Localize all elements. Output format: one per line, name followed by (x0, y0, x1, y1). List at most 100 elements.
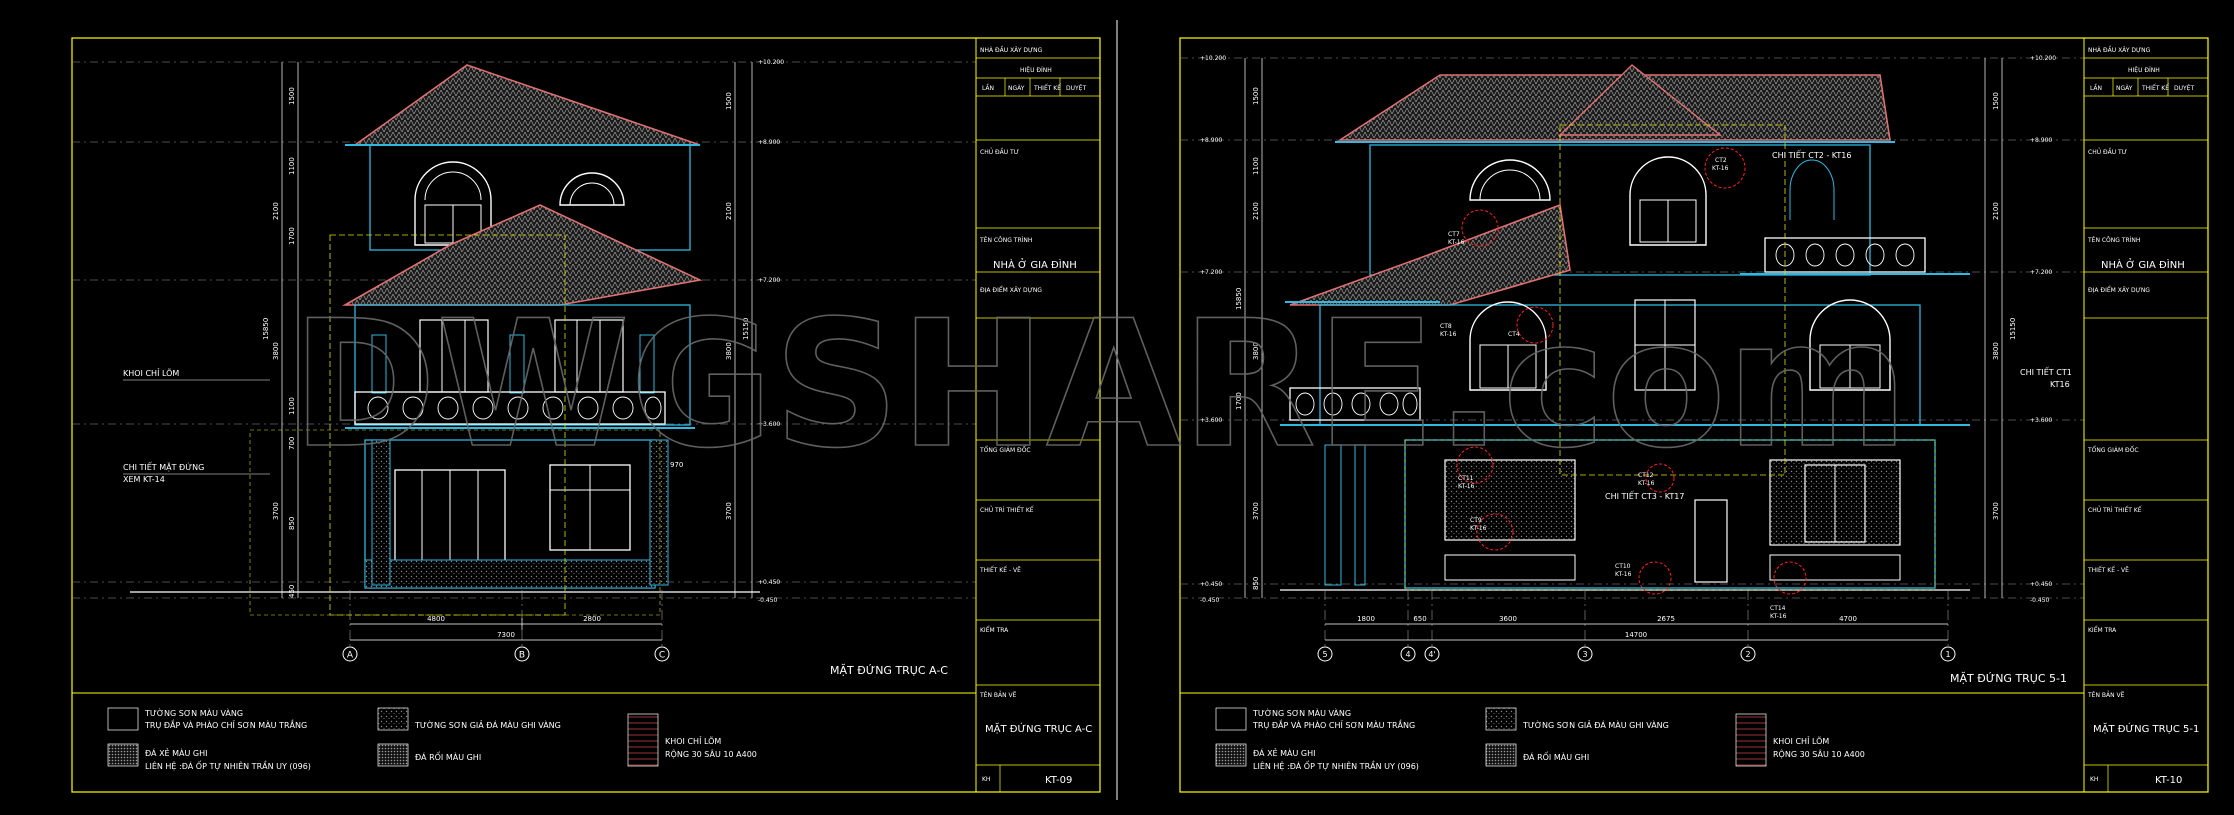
cad-text: KT-16 (1440, 331, 1457, 338)
legend-swatch (1485, 707, 1517, 731)
cad-text: CT4 (1508, 331, 1520, 338)
cad-text: 2100 (1252, 202, 1260, 220)
cad-text: +0.450 (758, 579, 780, 586)
title-block[interactable]: NHÀ ĐẦU XÂY DỰNG HIỆU ĐÍNH LẦN NGÀY THIẾ… (975, 37, 1101, 793)
vertical-dimension-line-right (734, 62, 753, 598)
cad-text: 1500 (288, 87, 296, 105)
cad-text: 700 (288, 437, 296, 450)
cad-text: NHÀ ĐẦU XÂY DỰNG (980, 46, 1043, 54)
project-name: NHÀ Ở GIA ĐÌNH (2101, 257, 2185, 271)
overall-vertical-dimension-right: 15150 (742, 318, 750, 340)
cad-text: +3.600 (1200, 417, 1222, 424)
cad-text: +10.200 (2030, 55, 2056, 62)
cad-text: TRỤ ĐẮP VÀ PHÀO CHỈ SƠN MÀU TRẮNG (144, 718, 307, 730)
legend-swatch (1215, 743, 1247, 767)
cad-text: ĐÁ RỐI MÀU GHI (415, 750, 481, 762)
cad-text: CT12 (1638, 472, 1654, 479)
cad-text: +3.600 (2030, 417, 2052, 424)
cad-text: 1100 (288, 397, 296, 415)
cad-text: DUYỆT (2174, 84, 2194, 92)
cad-text: TỔNG GIÁM ĐỐC (979, 446, 1031, 454)
watermark: DWGSHARE.com (292, 284, 1909, 487)
cad-text: ĐỊA ĐIỂM XÂY DỰNG (2088, 286, 2150, 294)
legend-swatch (1485, 743, 1517, 767)
building-elevation-a-c (249, 64, 703, 616)
cad-text: THIẾT KẾ (2141, 84, 2169, 92)
cad-text: 3700 (1252, 502, 1260, 520)
cad-text: 1500 (725, 92, 733, 110)
cad-text: 5 (1322, 650, 1327, 659)
cad-text: 3800 (272, 342, 280, 360)
cad-text: HIỆU ĐÍNH (2128, 66, 2160, 74)
cad-text: CHI TIẾT CT1 (2020, 366, 2072, 377)
cad-text: +8.900 (758, 139, 780, 146)
cad-text: 1700 (1235, 392, 1243, 410)
cad-text: ĐỊA ĐIỂM XÂY DỰNG (980, 286, 1042, 294)
cad-text: 1500 (1992, 92, 2000, 110)
cad-text: 14700 (1625, 631, 1647, 639)
sheet-kt09[interactable]: A B C 4800 2800 7300 1500 1100 2100 3800… (71, 37, 1101, 793)
horizontal-dimensions (1325, 623, 1948, 641)
cad-text: +7.200 (2030, 269, 2052, 276)
title-block[interactable]: NHÀ ĐẦU XÂY DỰNG HIỆU ĐÍNH LẦN NGÀY THIẾ… (2083, 37, 2209, 793)
cad-text: 4 (1405, 650, 1410, 659)
annotation-group: CHI TIẾT CT2 - KT16 CHI TIẾT CT1 KT16 CH… (1605, 149, 2072, 501)
cad-text: TƯỜNG SƠN GIẢ ĐÁ MÀU GHI VÀNG (1522, 719, 1669, 730)
cad-text: 2675 (1657, 615, 1675, 623)
legend-swatch (627, 713, 659, 767)
cad-text: TỔNG GIÁM ĐỐC (2087, 446, 2139, 454)
cad-text: RỘNG 30 SÂU 10 A400 (1773, 748, 1865, 759)
drawing-title: MẶT ĐỨNG TRỤC 5-1 (1950, 672, 2067, 685)
vertical-dimension-line (281, 62, 299, 598)
cad-text: +10.200 (758, 59, 784, 66)
vertical-dimension-texts-left: 1500 1100 2100 3800 1700 1100 700 3700 8… (272, 87, 296, 598)
horizontal-dimension-texts: 1800 650 3600 2675 4700 14700 (1357, 615, 1857, 639)
cad-text: 850 (288, 517, 296, 530)
cad-text: CT11 (1458, 475, 1474, 482)
cad-text: 1100 (288, 157, 296, 175)
axis-label: B (519, 651, 525, 661)
cad-text: +0.450 (2030, 581, 2052, 588)
cad-text: 450 (288, 585, 296, 598)
legend-swatch (107, 743, 139, 767)
cad-text: KIỂM TRA (980, 626, 1009, 634)
cad-text: TƯỜNG SƠN MÀU VÀNG (144, 707, 243, 718)
small-dimension: 970 (670, 461, 683, 469)
cad-text: +10.200 (1200, 55, 1226, 62)
cad-text: CHI TIẾT CT3 - KT17 (1605, 490, 1684, 501)
cad-text: -0.450 (2030, 597, 2050, 604)
cad-text: 3600 (1499, 615, 1517, 623)
cad-text: LẦN (982, 84, 994, 92)
cad-text: LIÊN HỆ :ĐÁ ỐP TỰ NHIÊN TRẦN UY (096) (1253, 759, 1419, 772)
vertical-dimension-texts-right: 1500 2100 3800 3700 (1992, 92, 2000, 520)
cad-text: CT9 (1470, 517, 1482, 524)
axis-label: A (347, 651, 354, 661)
cad-text: 2 (1745, 650, 1750, 659)
cad-text: +8.900 (2030, 137, 2052, 144)
cad-text: KT-16 (1638, 480, 1655, 487)
horizontal-dimensions (350, 618, 662, 641)
cad-text: KT-16 (1448, 239, 1465, 246)
cad-text: 3800 (1992, 342, 2000, 360)
cad-text: CT2 (1715, 157, 1727, 164)
cad-text: +7.200 (758, 277, 780, 284)
overall-vertical-dimension-right: 15150 (2009, 318, 2017, 340)
cad-text: 650 (1413, 615, 1426, 623)
cad-text: THIẾT KẾ - VẼ (2087, 566, 2129, 574)
sheet-number: KT-10 (2155, 775, 2182, 786)
cad-text: KHOI CHỈ LÕM (123, 367, 179, 378)
cad-text: LẦN (2090, 84, 2102, 92)
cad-text: KT16 (2050, 380, 2070, 389)
legend-swatch (1215, 707, 1247, 731)
cad-text: TÊN BẢN VẼ (2087, 691, 2125, 699)
cad-text: +8.900 (1200, 137, 1222, 144)
cad-text: 1800 (1357, 615, 1375, 623)
cad-text: 4700 (1839, 615, 1857, 623)
cad-text: CHỦ ĐẦU TƯ (980, 148, 1019, 156)
legend: TƯỜNG SƠN MÀU VÀNG TRỤ ĐẮP VÀ PHÀO CHỈ S… (107, 707, 757, 772)
cad-text: KT-16 (1458, 483, 1475, 490)
cad-text: 2100 (725, 202, 733, 220)
grid-axis-bubbles: A B C (342, 646, 670, 662)
